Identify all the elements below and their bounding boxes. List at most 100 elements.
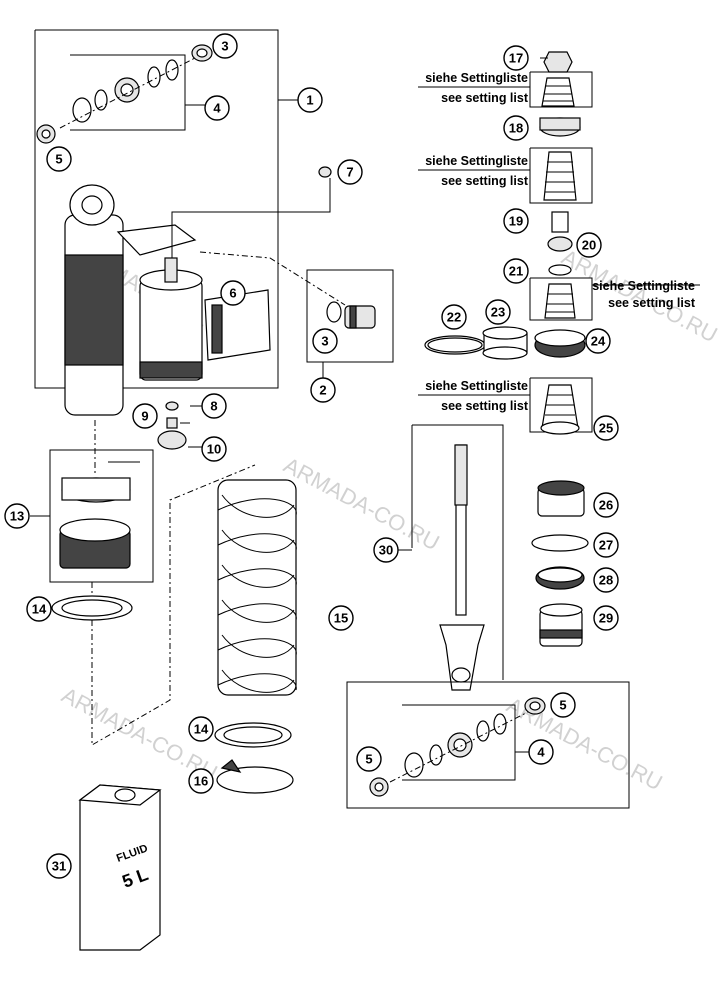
svg-text:13: 13: [10, 509, 24, 524]
valve-cap: [318, 166, 332, 178]
callout-16: 16: [188, 768, 214, 794]
svg-text:16: 16: [194, 774, 208, 789]
callout-31: 31: [46, 853, 72, 879]
svg-text:5: 5: [55, 152, 62, 167]
callout-10: 10: [201, 436, 227, 462]
callout-13: 13: [4, 503, 30, 529]
svg-text:7: 7: [346, 165, 353, 180]
svg-text:21: 21: [509, 264, 523, 279]
cap-10: [157, 430, 187, 450]
callout-9: 9: [132, 403, 158, 429]
svg-text:17: 17: [509, 51, 523, 66]
svg-text:30: 30: [379, 543, 393, 558]
callout-20: 20: [576, 232, 602, 258]
svg-text:25: 25: [599, 421, 613, 436]
callout-3: 3: [312, 328, 338, 354]
setting-notes: siehe Settingliste see setting list sieh…: [425, 71, 696, 413]
callout-27: 27: [593, 532, 619, 558]
callout-15: 15: [328, 605, 354, 631]
bearing-set-bottom: [369, 697, 546, 797]
valve-assembly: [326, 301, 376, 329]
svg-text:4: 4: [213, 101, 221, 116]
note-de: siehe Settingliste: [425, 71, 528, 85]
svg-text:8: 8: [210, 399, 217, 414]
svg-text:14: 14: [32, 602, 47, 617]
callout-30: 30: [373, 537, 399, 563]
callout-1: 1: [297, 87, 323, 113]
callout-18: 18: [503, 115, 529, 141]
nut-9: [166, 417, 178, 429]
watermark: ARMADA-CO.RU: [280, 452, 444, 555]
callout-28: 28: [593, 567, 619, 593]
coil-spring: [214, 479, 297, 794]
group-5-4-frame: [346, 681, 630, 809]
svg-text:4: 4: [537, 745, 545, 760]
callout-7: 7: [337, 159, 363, 185]
group-4-bracket: [70, 54, 186, 131]
note-de: siehe Settingliste: [592, 279, 695, 293]
note-en: see setting list: [441, 174, 529, 188]
shim-21: [548, 264, 572, 276]
group-1-frame: [34, 29, 279, 389]
spring-seat-16: [216, 766, 294, 794]
svg-text:5: 5: [559, 698, 566, 713]
svg-text:2: 2: [319, 383, 326, 398]
svg-text:3: 3: [221, 39, 228, 54]
svg-text:20: 20: [582, 238, 596, 253]
callout-6: 6: [220, 280, 246, 306]
svg-text:18: 18: [509, 121, 523, 136]
nut-17: [543, 51, 573, 73]
washer-20: [547, 236, 573, 252]
svg-text:22: 22: [447, 310, 461, 325]
svg-text:19: 19: [509, 214, 523, 229]
fluid-can: FLUID 5 L: [78, 784, 162, 951]
shim-stack: [418, 51, 700, 647]
shock-body-group: [30, 29, 394, 746]
callout-17: 17: [503, 45, 529, 71]
callout-25: 25: [593, 415, 619, 441]
note-en: see setting list: [441, 399, 529, 413]
callout-26: 26: [593, 492, 619, 518]
group-2-frame: [306, 269, 394, 363]
bearing-set-top: [36, 44, 213, 144]
svg-text:14: 14: [194, 722, 209, 737]
callout-14: 14: [26, 596, 52, 622]
shock-body: [64, 184, 197, 416]
circlip-27: [531, 534, 589, 552]
svg-text:28: 28: [599, 573, 613, 588]
note-en: see setting list: [441, 91, 529, 105]
callout-14: 14: [188, 716, 214, 742]
callout-8: 8: [201, 393, 227, 419]
svg-text:24: 24: [591, 334, 606, 349]
callouts: 3 1 4 5 7 6 3 2 8 9 10 13 14 15 14 16 31…: [4, 33, 619, 879]
callout-23: 23: [485, 299, 511, 325]
washer-8: [165, 401, 179, 411]
callout-21: 21: [503, 258, 529, 284]
shim-25: [540, 421, 580, 435]
svg-text:27: 27: [599, 538, 613, 553]
svg-text:9: 9: [141, 409, 148, 424]
note-en: see setting list: [608, 296, 696, 310]
callout-5: 5: [46, 146, 72, 172]
reservoir-sleeve: [204, 289, 271, 361]
svg-text:26: 26: [599, 498, 613, 513]
callout-24: 24: [585, 328, 611, 354]
svg-text:1: 1: [306, 93, 313, 108]
svg-text:23: 23: [491, 305, 505, 320]
callout-5: 3: [212, 33, 238, 59]
callout-29: 29: [593, 605, 619, 631]
shaft-group: [346, 424, 630, 809]
callout-4: 4: [204, 95, 230, 121]
svg-text:3: 3: [321, 334, 328, 349]
spring-retainer: [59, 461, 140, 569]
note-de: siehe Settingliste: [425, 154, 528, 168]
callout-19: 19: [503, 208, 529, 234]
note-de: siehe Settingliste: [425, 379, 528, 393]
svg-text:10: 10: [207, 442, 221, 457]
callout-22: 22: [441, 304, 467, 330]
svg-text:31: 31: [52, 859, 66, 874]
callout-4: 4: [528, 739, 554, 765]
callout-2: 2: [310, 377, 336, 403]
svg-text:15: 15: [334, 611, 348, 626]
